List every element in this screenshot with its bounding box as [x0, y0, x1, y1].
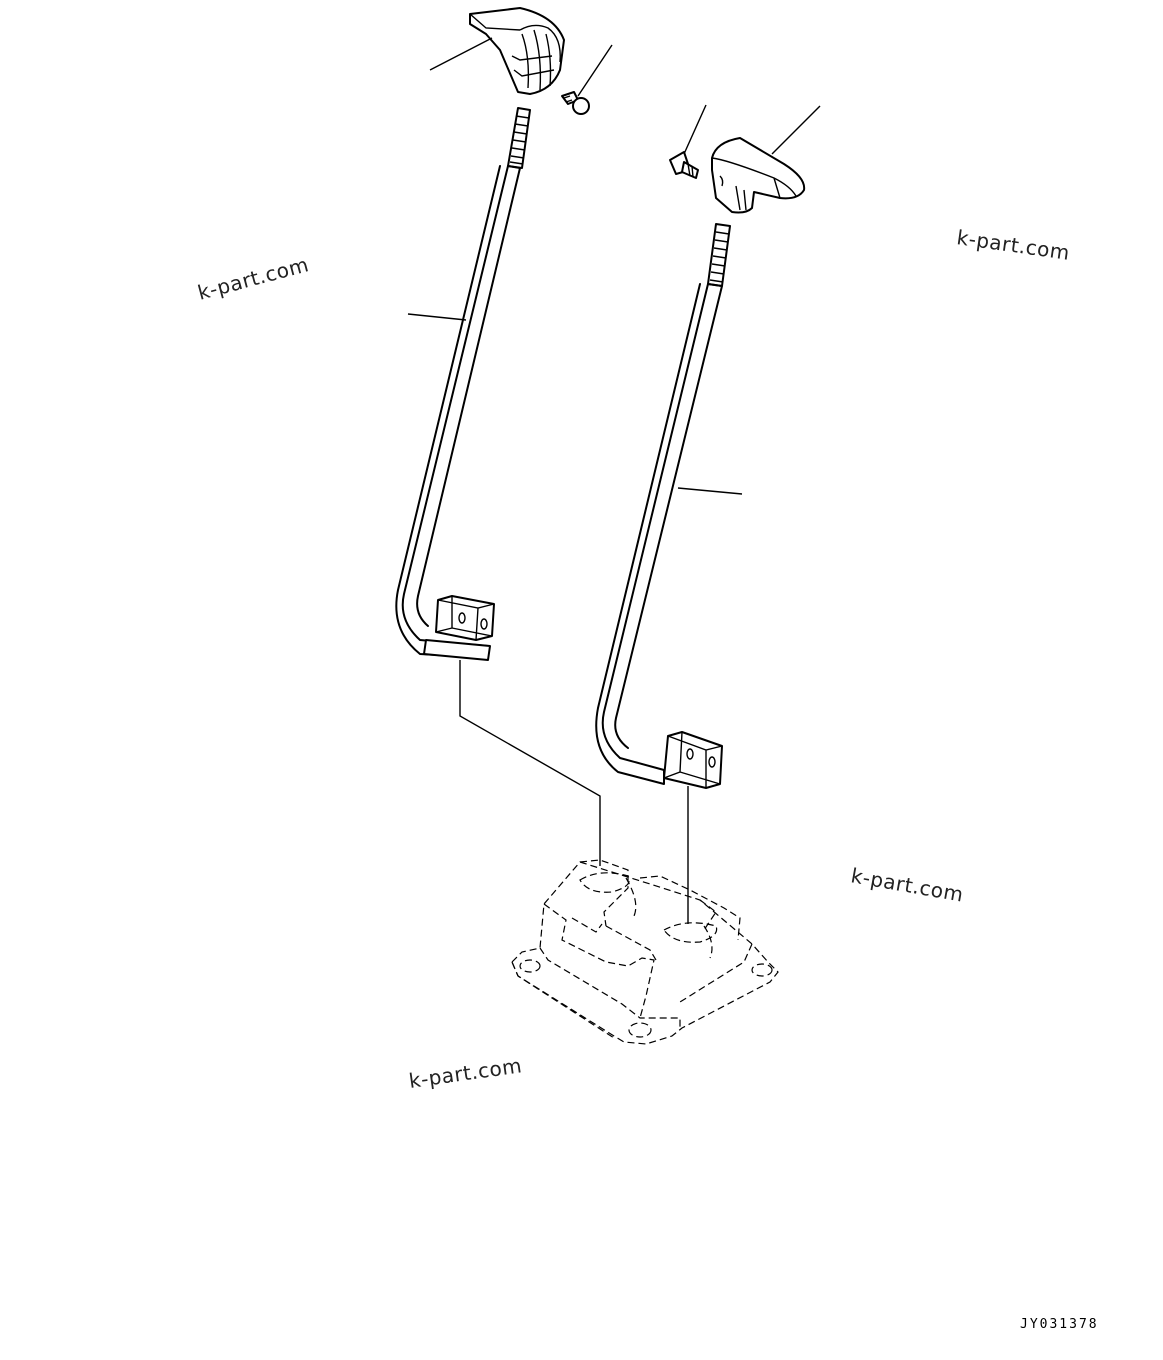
leader-left-bolt: [577, 44, 613, 97]
lever-base-housing: [511, 859, 779, 1045]
left-connection-line: [459, 660, 601, 866]
leader-left-rod: [407, 313, 467, 321]
right-bolt: [669, 151, 699, 179]
drawing-code: JY031378: [1020, 1317, 1099, 1332]
left-lever-rod: [395, 107, 531, 661]
watermark-text: k-part.com: [849, 863, 965, 906]
leader-right-knob: [771, 105, 821, 155]
watermark-text: k-part.com: [195, 252, 311, 305]
left-lever-knob: [469, 7, 565, 95]
leader-right-bolt: [683, 104, 707, 155]
right-lever-knob: [711, 137, 806, 214]
leader-right-rod: [677, 487, 743, 495]
watermark-text: k-part.com: [407, 1053, 523, 1093]
watermark-text: k-part.com: [955, 225, 1071, 265]
left-bolt: [561, 91, 590, 115]
right-lever-rod: [595, 223, 731, 789]
leader-left-knob: [429, 37, 493, 71]
